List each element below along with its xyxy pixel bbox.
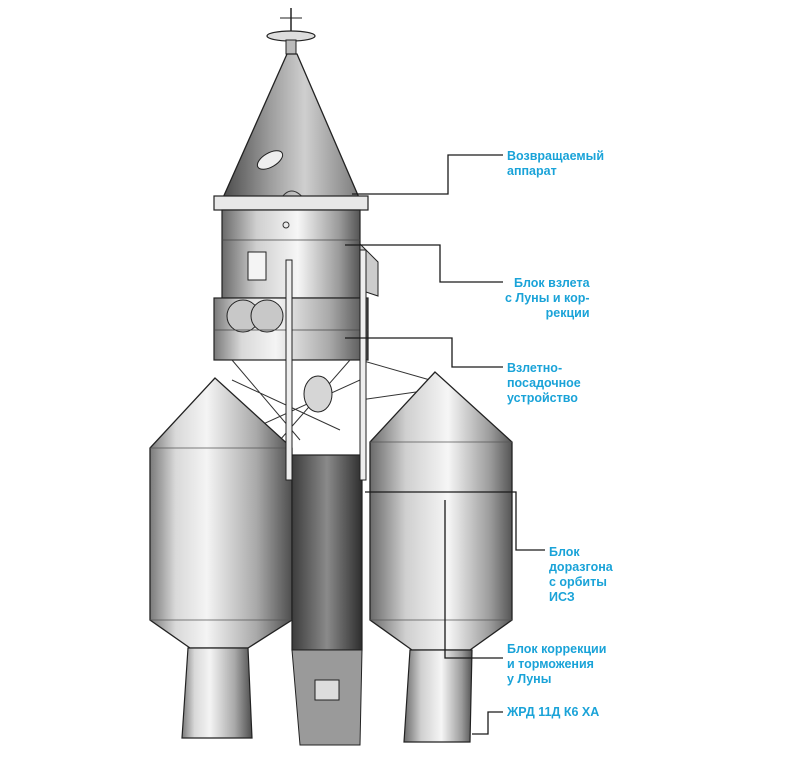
ascent-block-body xyxy=(221,209,379,299)
leader-line-ascent-block xyxy=(345,244,503,283)
right-tank xyxy=(369,371,513,743)
label-engine: ЖРД 11Д К6 ХА xyxy=(507,705,600,719)
leader-line-correction-block xyxy=(444,500,503,659)
left-tank xyxy=(149,377,293,739)
antenna xyxy=(266,8,316,55)
leader-line-return-vehicle xyxy=(352,154,503,195)
label-return-vehicle: Возвращаемый аппарат xyxy=(507,149,605,178)
side-rails xyxy=(285,249,367,481)
landing-device xyxy=(231,359,431,441)
label-boost-block: Блок доразгона с орбиты ИСЗ xyxy=(549,545,613,604)
leader-line-landing-device xyxy=(345,337,503,368)
label-landing-device: Взлетно- посадочное устройство xyxy=(507,361,581,405)
central-stage xyxy=(291,454,363,746)
return-vehicle-cone xyxy=(213,53,369,211)
leader-line-engine xyxy=(472,711,503,735)
label-correction-block: Блок коррекции и торможения у Луны xyxy=(507,642,607,686)
leader-line-boost-block xyxy=(365,491,545,551)
label-ascent-block: Блок взлета с Луны и кор- рекции xyxy=(505,276,590,320)
leader-lines xyxy=(345,154,545,735)
